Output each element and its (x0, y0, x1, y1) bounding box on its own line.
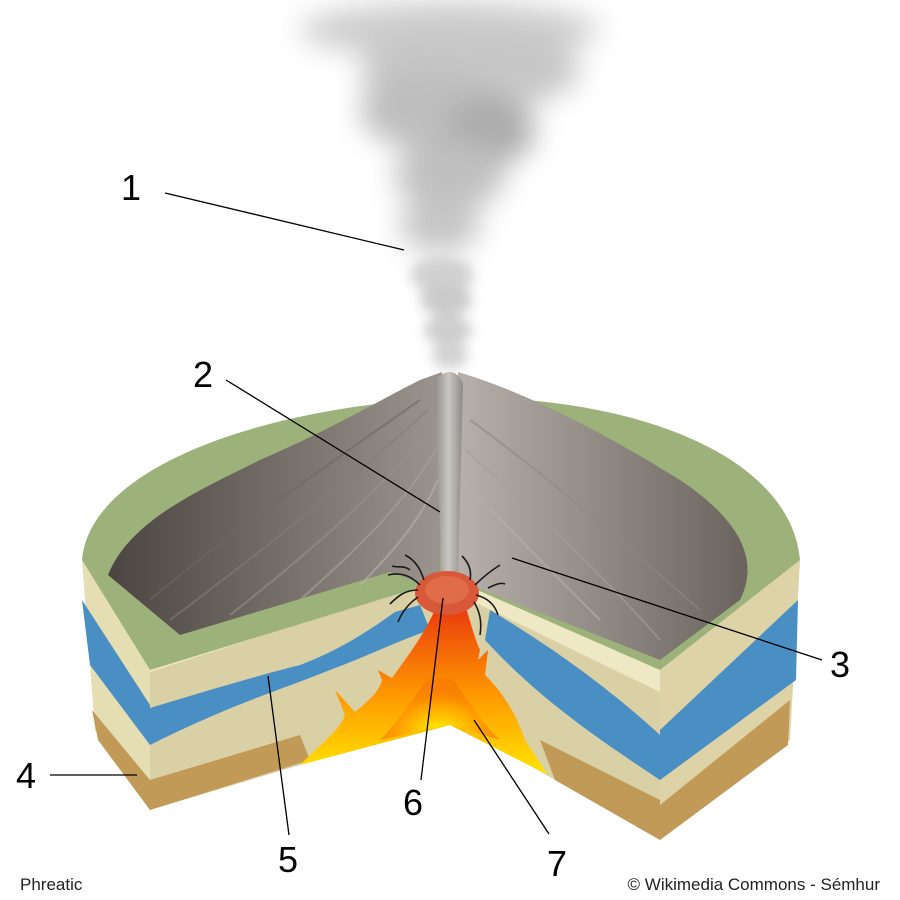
leader-5 (267, 675, 290, 836)
label-1: 1 (121, 167, 141, 208)
credit-text: © Wikimedia Commons - Sémhur (628, 875, 881, 894)
heated-zone (415, 571, 479, 615)
label-5: 5 (278, 839, 298, 880)
leader-2 (225, 379, 441, 513)
block-right-wall (660, 560, 800, 840)
leader-6 (420, 597, 444, 781)
number-labels: 1 2 3 4 5 6 7 (16, 167, 850, 884)
label-4: 4 (16, 755, 36, 796)
label-6: 6 (403, 782, 423, 823)
diagram-title: Phreatic (20, 875, 83, 894)
label-2: 2 (193, 354, 213, 395)
volcano-cone (108, 372, 748, 660)
leader-7 (473, 719, 550, 835)
cut-face-right (450, 578, 660, 840)
steam-column (410, 257, 474, 369)
label-3: 3 (830, 644, 850, 685)
leader-1 (164, 192, 405, 251)
magma-body (300, 600, 548, 775)
label-7: 7 (547, 843, 567, 884)
steam-plume (300, 2, 600, 253)
block-left-wall (82, 560, 150, 810)
leader-lines (50, 192, 823, 836)
fractures (387, 554, 506, 636)
leader-3 (511, 557, 823, 661)
